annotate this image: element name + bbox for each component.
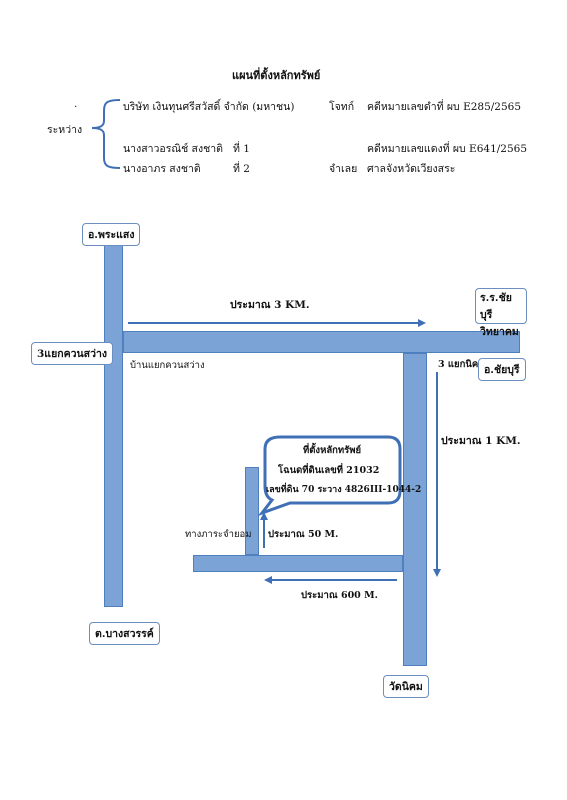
plaintiff-role: โจทก์ bbox=[329, 101, 355, 113]
label-chaiburi: อ.ชัยบุรี bbox=[478, 358, 526, 381]
road-right-vertical bbox=[403, 353, 427, 666]
distance-3km: ประมาณ 3 KM. bbox=[230, 299, 310, 311]
label-school-line1: ร.ร.ชัยบุรี bbox=[480, 292, 512, 321]
label-3-nikhom: 3 แยกนิคม bbox=[438, 359, 485, 370]
label-saeng-khuan-junction: 3แยกควนสว่าง bbox=[31, 342, 114, 365]
defendant2-number: ที่ 2 bbox=[233, 163, 250, 175]
dot-mark: . bbox=[74, 98, 78, 110]
curly-brace bbox=[91, 99, 121, 169]
label-school: ร.ร.ชัยบุรี วิทยาคม bbox=[475, 288, 527, 338]
label-phrasaeng: อ.พระแสง bbox=[82, 223, 141, 246]
label-school-line2: วิทยาคม bbox=[480, 326, 519, 338]
distance-1km: ประมาณ 1 KM. bbox=[441, 435, 521, 447]
label-bang-sawan: ต.บางสวรรค์ bbox=[89, 622, 160, 645]
defendant1-name: นางสาวอรณิช์ สงชาติ bbox=[123, 143, 223, 155]
plaintiff-name: บริษัท เงินทุนศรีสวัสดิ์ จำกัด (มหาชน) bbox=[123, 101, 295, 113]
court-name: ศาลจังหวัดเวียงสระ bbox=[367, 163, 456, 175]
between-label: ระหว่าง bbox=[47, 124, 83, 136]
location-callout bbox=[257, 435, 402, 517]
distance-50m: ประมาณ 50 M. bbox=[268, 529, 339, 540]
defendant-role: จำเลย bbox=[329, 163, 358, 175]
red-case-number: คดีหมายเลขแดงที่ ผบ E641/2565 bbox=[367, 143, 528, 155]
distance-600m: ประมาณ 600 M. bbox=[301, 590, 378, 601]
black-case-number: คดีหมายเลขดำที่ ผบ E285/2565 bbox=[367, 101, 522, 113]
defendant1-number: ที่ 1 bbox=[233, 143, 250, 155]
defendant2-name: นางอาภร สงชาติ bbox=[123, 163, 201, 175]
page-title: แผนที่ตั้งหลักทรัพย์ bbox=[232, 69, 321, 82]
road-bottom-horizontal bbox=[193, 555, 403, 572]
road-easement bbox=[245, 467, 259, 555]
callout-deed-number: โฉนดที่ดินเลขที่ 21032 bbox=[278, 465, 380, 476]
callout-land-number: เลขที่ดิน 70 ระวาง 4826III-1044-2 bbox=[266, 485, 422, 495]
label-easement-road: ทางภาระจำยอม bbox=[185, 529, 252, 540]
label-ban-khuan: บ้านแยกควนสว่าง bbox=[130, 360, 205, 371]
callout-title: ที่ตั้งหลักทรัพย์ bbox=[303, 445, 362, 456]
road-top-horizontal bbox=[123, 331, 520, 353]
label-wat-nikhom: วัดนิคม bbox=[383, 675, 429, 698]
